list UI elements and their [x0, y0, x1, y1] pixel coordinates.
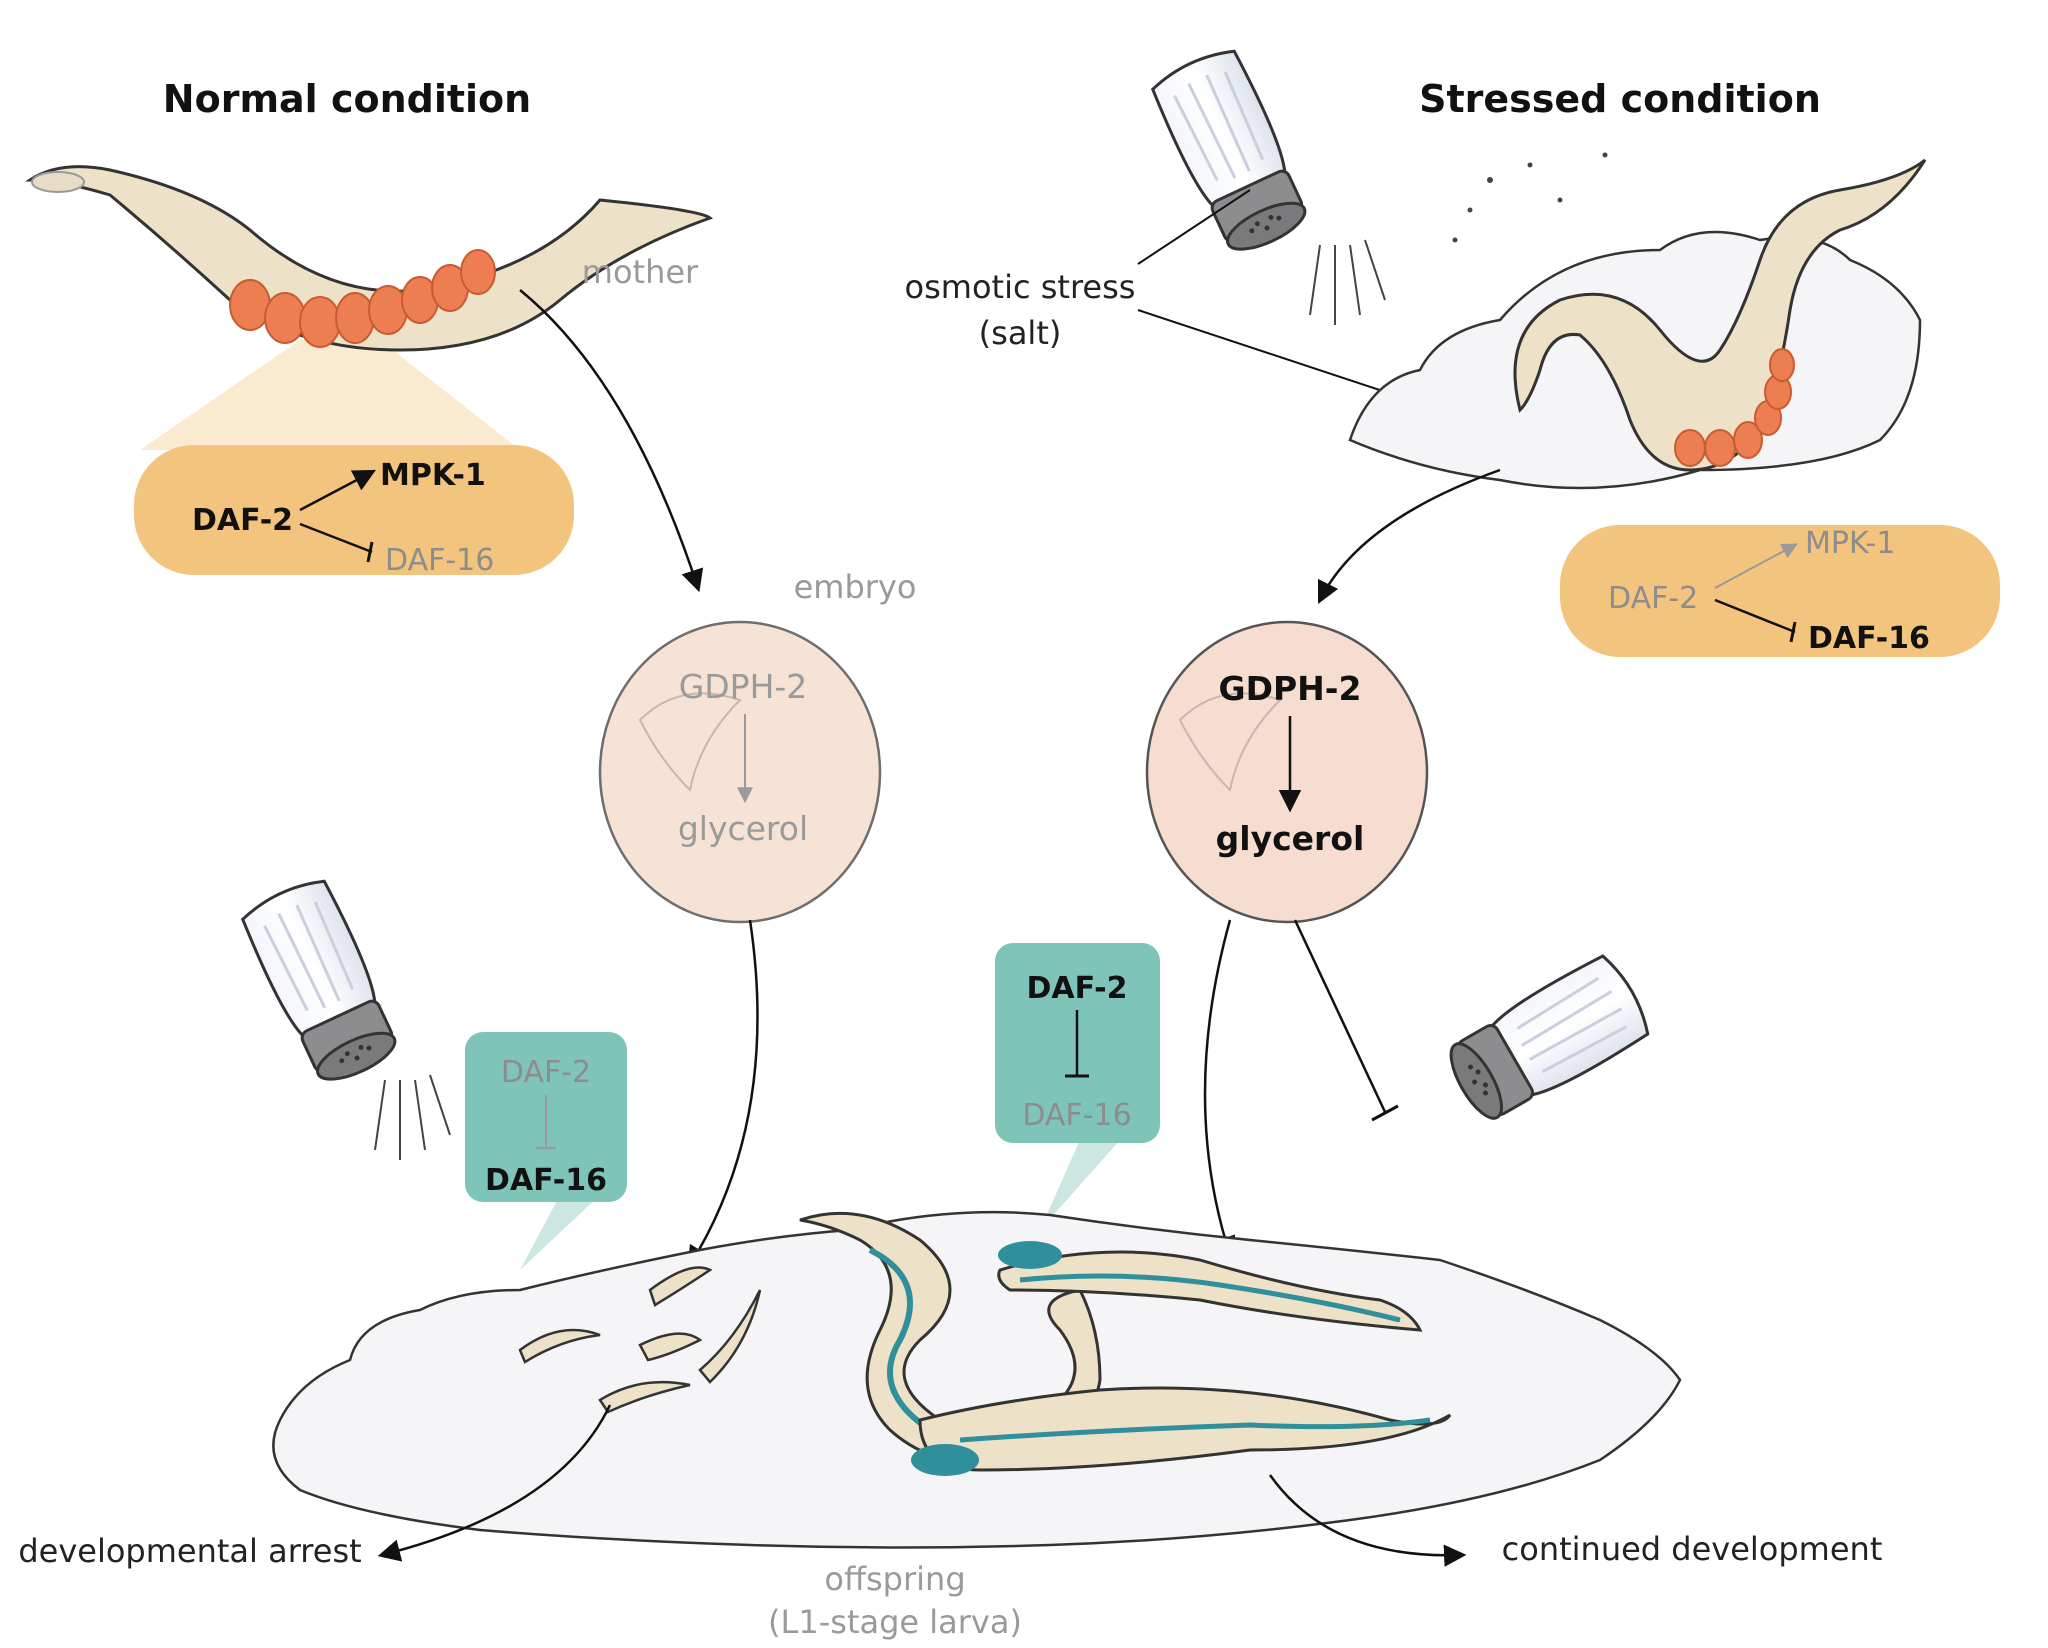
arrested-larvae-icon	[518, 1266, 762, 1414]
salt-shaker-icon	[1146, 42, 1317, 262]
normal-glycerol: glycerol	[678, 809, 808, 848]
stressed-embryo-icon: GDPH-2 glycerol	[1145, 620, 1429, 924]
outcome-normal: developmental arrest	[18, 1532, 361, 1570]
normal-embryo-icon: GDPH-2 glycerol	[598, 620, 882, 924]
salt-grains	[1452, 152, 1608, 243]
stressed-maternal-box: DAF-2 MPK-1 DAF-16	[1560, 525, 2000, 657]
outcome-stressed: continued development	[1502, 1530, 1883, 1568]
stressed-larva-daf2: DAF-2	[1026, 971, 1127, 1006]
offspring-label-2: (L1-stage larva)	[768, 1603, 1022, 1641]
offspring-label-1: offspring	[824, 1560, 965, 1598]
stressed-larva-box: DAF-2 DAF-16	[995, 943, 1160, 1230]
stress-label-1: osmotic stress	[905, 268, 1136, 306]
stressed-glycerol: glycerol	[1216, 819, 1365, 858]
stressed-mother-worm-icon	[1513, 158, 1927, 472]
normal-maternal-box: DAF-2 MPK-1 DAF-16	[134, 445, 574, 578]
normal-title: Normal condition	[163, 77, 531, 121]
stressed-daf16: DAF-16	[1808, 621, 1930, 656]
normal-larva-daf16: DAF-16	[485, 1163, 607, 1198]
stressed-gdph2: GDPH-2	[1219, 669, 1362, 708]
salt-shaker-left-icon	[236, 872, 407, 1092]
stressed-title: Stressed condition	[1419, 77, 1821, 121]
normal-daf2: DAF-2	[192, 503, 293, 538]
normal-daf16: DAF-16	[385, 543, 494, 578]
stressed-mpk1: MPK-1	[1805, 526, 1895, 561]
normal-mpk1: MPK-1	[380, 458, 486, 493]
salt-shaker-right-icon	[1437, 949, 1657, 1131]
normal-gdph2: GDPH-2	[679, 667, 808, 706]
normal-larva-daf2: DAF-2	[501, 1055, 591, 1090]
mother-label: mother	[582, 253, 699, 291]
stressed-larva-daf16: DAF-16	[1022, 1098, 1131, 1133]
stress-label-2: (salt)	[979, 314, 1062, 352]
developing-larvae-icon	[799, 1211, 1452, 1476]
embryo-label: embryo	[794, 568, 917, 606]
normal-larva-box: DAF-2 DAF-16	[465, 1032, 627, 1270]
mother-worm-icon	[25, 165, 714, 450]
salt-pile-icon	[272, 1210, 1682, 1549]
stressed-daf2: DAF-2	[1608, 581, 1698, 616]
